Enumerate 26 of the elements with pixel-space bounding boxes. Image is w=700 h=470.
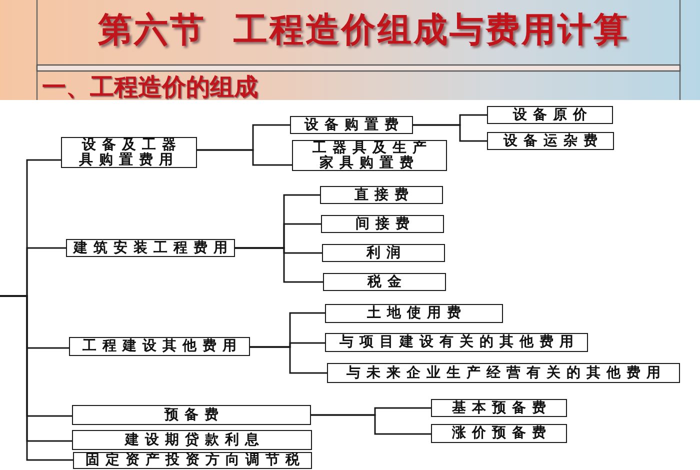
connector-line — [250, 346, 327, 374]
connector-line — [235, 247, 323, 283]
connector-line — [413, 124, 487, 142]
category-box: 与项目建设有关的其他费用 — [325, 333, 588, 352]
connector-line — [197, 149, 292, 166]
section-heading: 一、工程造价的组成 — [42, 73, 258, 100]
category-box: 建筑安装工程费用 — [66, 239, 235, 257]
slide-title: 第六节 工程造价组成与费用计算 — [98, 9, 630, 52]
category-box: 直接费 — [320, 186, 443, 204]
category-box: 设备原价 — [487, 106, 613, 124]
category-box: 与未来企业生产经营有关的其他费用 — [327, 363, 680, 383]
category-box: 建设期贷款利息 — [72, 430, 312, 450]
category-box: 涨价预备费 — [431, 424, 567, 443]
category-box: 间接费 — [321, 215, 444, 233]
category-box: 设备购置费 — [290, 116, 413, 134]
category-box: 固定资产投资方向调节税 — [73, 452, 312, 469]
category-box: 基本预备费 — [431, 399, 567, 417]
category-box: 利润 — [322, 244, 445, 262]
category-box: 设备及工器具购置费用 — [61, 137, 197, 168]
category-box: 设备运杂费 — [487, 132, 614, 150]
category-box: 土地使用费 — [325, 304, 503, 323]
connector-line — [311, 414, 431, 435]
category-box: 工程建设其他费用 — [69, 337, 250, 356]
category-box: 税金 — [323, 273, 446, 291]
category-box: 工器具及生产家具购置费 — [292, 140, 447, 171]
category-box: 预备费 — [72, 405, 311, 425]
